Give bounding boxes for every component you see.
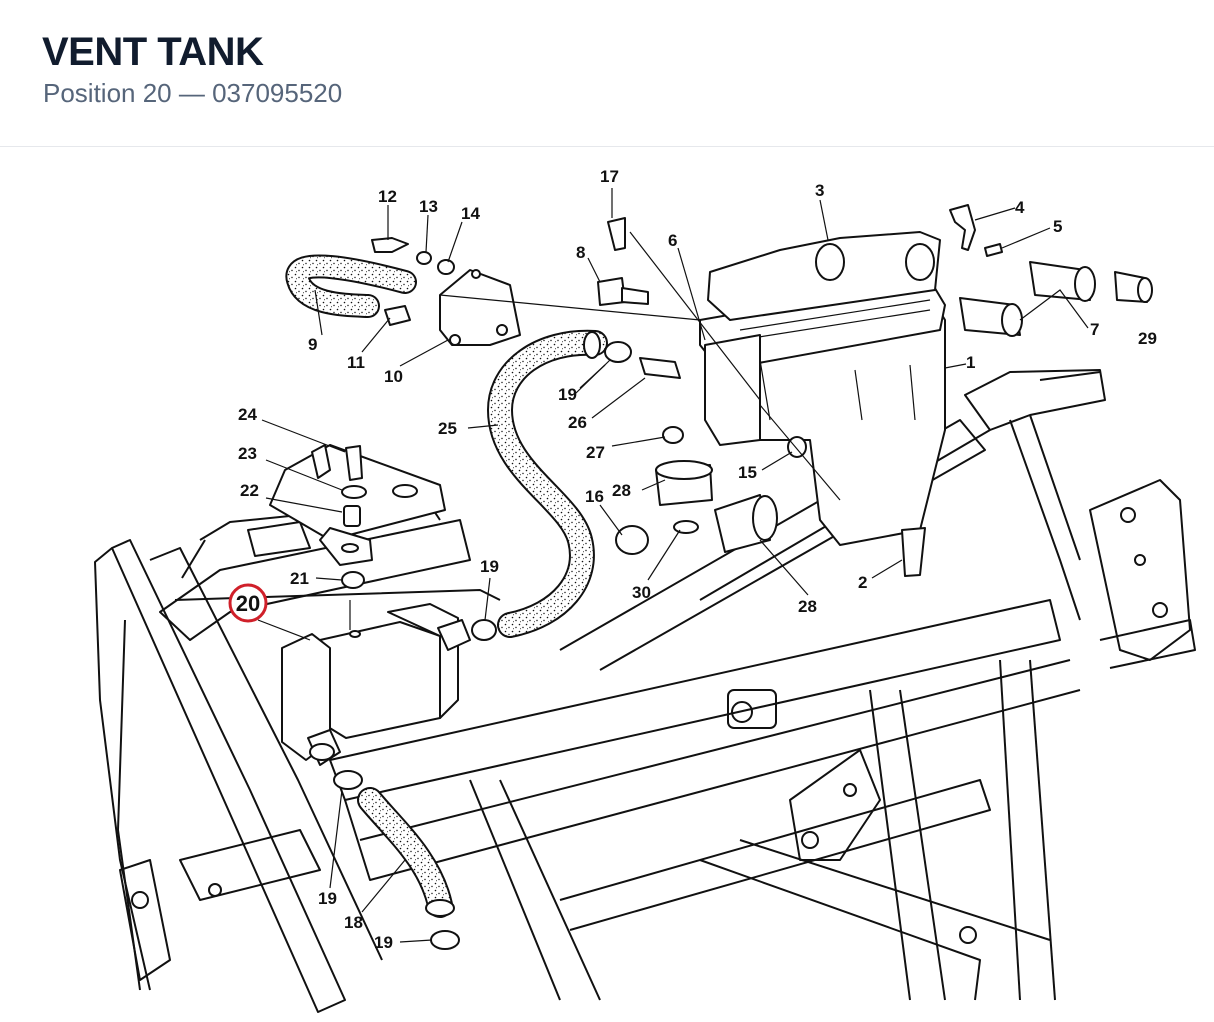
callout-16[interactable]: 16: [585, 487, 604, 506]
callout-4[interactable]: 4: [1015, 198, 1025, 217]
callout-29[interactable]: 29: [1138, 329, 1157, 348]
callout-8[interactable]: 8: [576, 243, 585, 262]
highlighted-callout-20[interactable]: 20: [228, 583, 268, 623]
callout-labels: 1 2 3 4 5 6 7 8 9 10 11 12 13 14 15 16 1…: [228, 167, 1157, 952]
callout-19-c[interactable]: 19: [318, 889, 337, 908]
callout-5[interactable]: 5: [1053, 217, 1062, 236]
airbox: [699, 231, 946, 546]
callout-18[interactable]: 18: [344, 913, 363, 932]
callout-30[interactable]: 30: [632, 583, 651, 602]
callout-23[interactable]: 23: [238, 444, 257, 463]
callout-10[interactable]: 10: [384, 367, 403, 386]
hose-18: [357, 787, 455, 918]
callout-19-a[interactable]: 19: [558, 385, 577, 404]
small-parts: [333, 204, 1153, 950]
callout-19-b[interactable]: 19: [480, 557, 499, 576]
callout-21[interactable]: 21: [290, 569, 309, 588]
callout-28-b[interactable]: 28: [798, 597, 817, 616]
callout-11[interactable]: 11: [347, 353, 365, 372]
callout-3[interactable]: 3: [815, 181, 824, 200]
motorcycle-frame: [94, 369, 1196, 1013]
callout-7[interactable]: 7: [1090, 320, 1099, 339]
callout-17[interactable]: 17: [600, 167, 619, 186]
callout-28-a[interactable]: 28: [612, 481, 631, 500]
hose-9: [285, 254, 417, 318]
callout-25[interactable]: 25: [438, 419, 457, 438]
callout-15[interactable]: 15: [738, 463, 757, 482]
callout-24[interactable]: 24: [238, 405, 257, 424]
page-title: VENT TANK: [42, 30, 264, 74]
callout-13[interactable]: 13: [419, 197, 438, 216]
callout-26[interactable]: 26: [568, 413, 587, 432]
callout-9[interactable]: 9: [308, 335, 317, 354]
callout-14[interactable]: 14: [461, 204, 480, 223]
callout-19-d[interactable]: 19: [374, 933, 393, 952]
callout-22[interactable]: 22: [240, 481, 259, 500]
callout-12[interactable]: 12: [378, 187, 397, 206]
highlight-ring: [228, 583, 268, 623]
callout-6[interactable]: 6: [668, 231, 677, 250]
vent-tank: [281, 600, 471, 766]
page-header: VENT TANK Position 20 — 037095520: [0, 0, 1214, 147]
callout-20: 20: [236, 591, 260, 616]
exploded-parts-diagram: 1 2 3 4 5 6 7 8 9 10 11 12 13 14 15 16 1…: [0, 147, 1214, 1022]
hose-25: [486, 329, 608, 638]
leader-lines: [257, 188, 1089, 943]
callout-27[interactable]: 27: [586, 443, 605, 462]
callout-1[interactable]: 1: [966, 353, 975, 372]
page-subtitle: Position 20 — 037095520: [43, 78, 343, 108]
callout-2[interactable]: 2: [858, 573, 867, 592]
